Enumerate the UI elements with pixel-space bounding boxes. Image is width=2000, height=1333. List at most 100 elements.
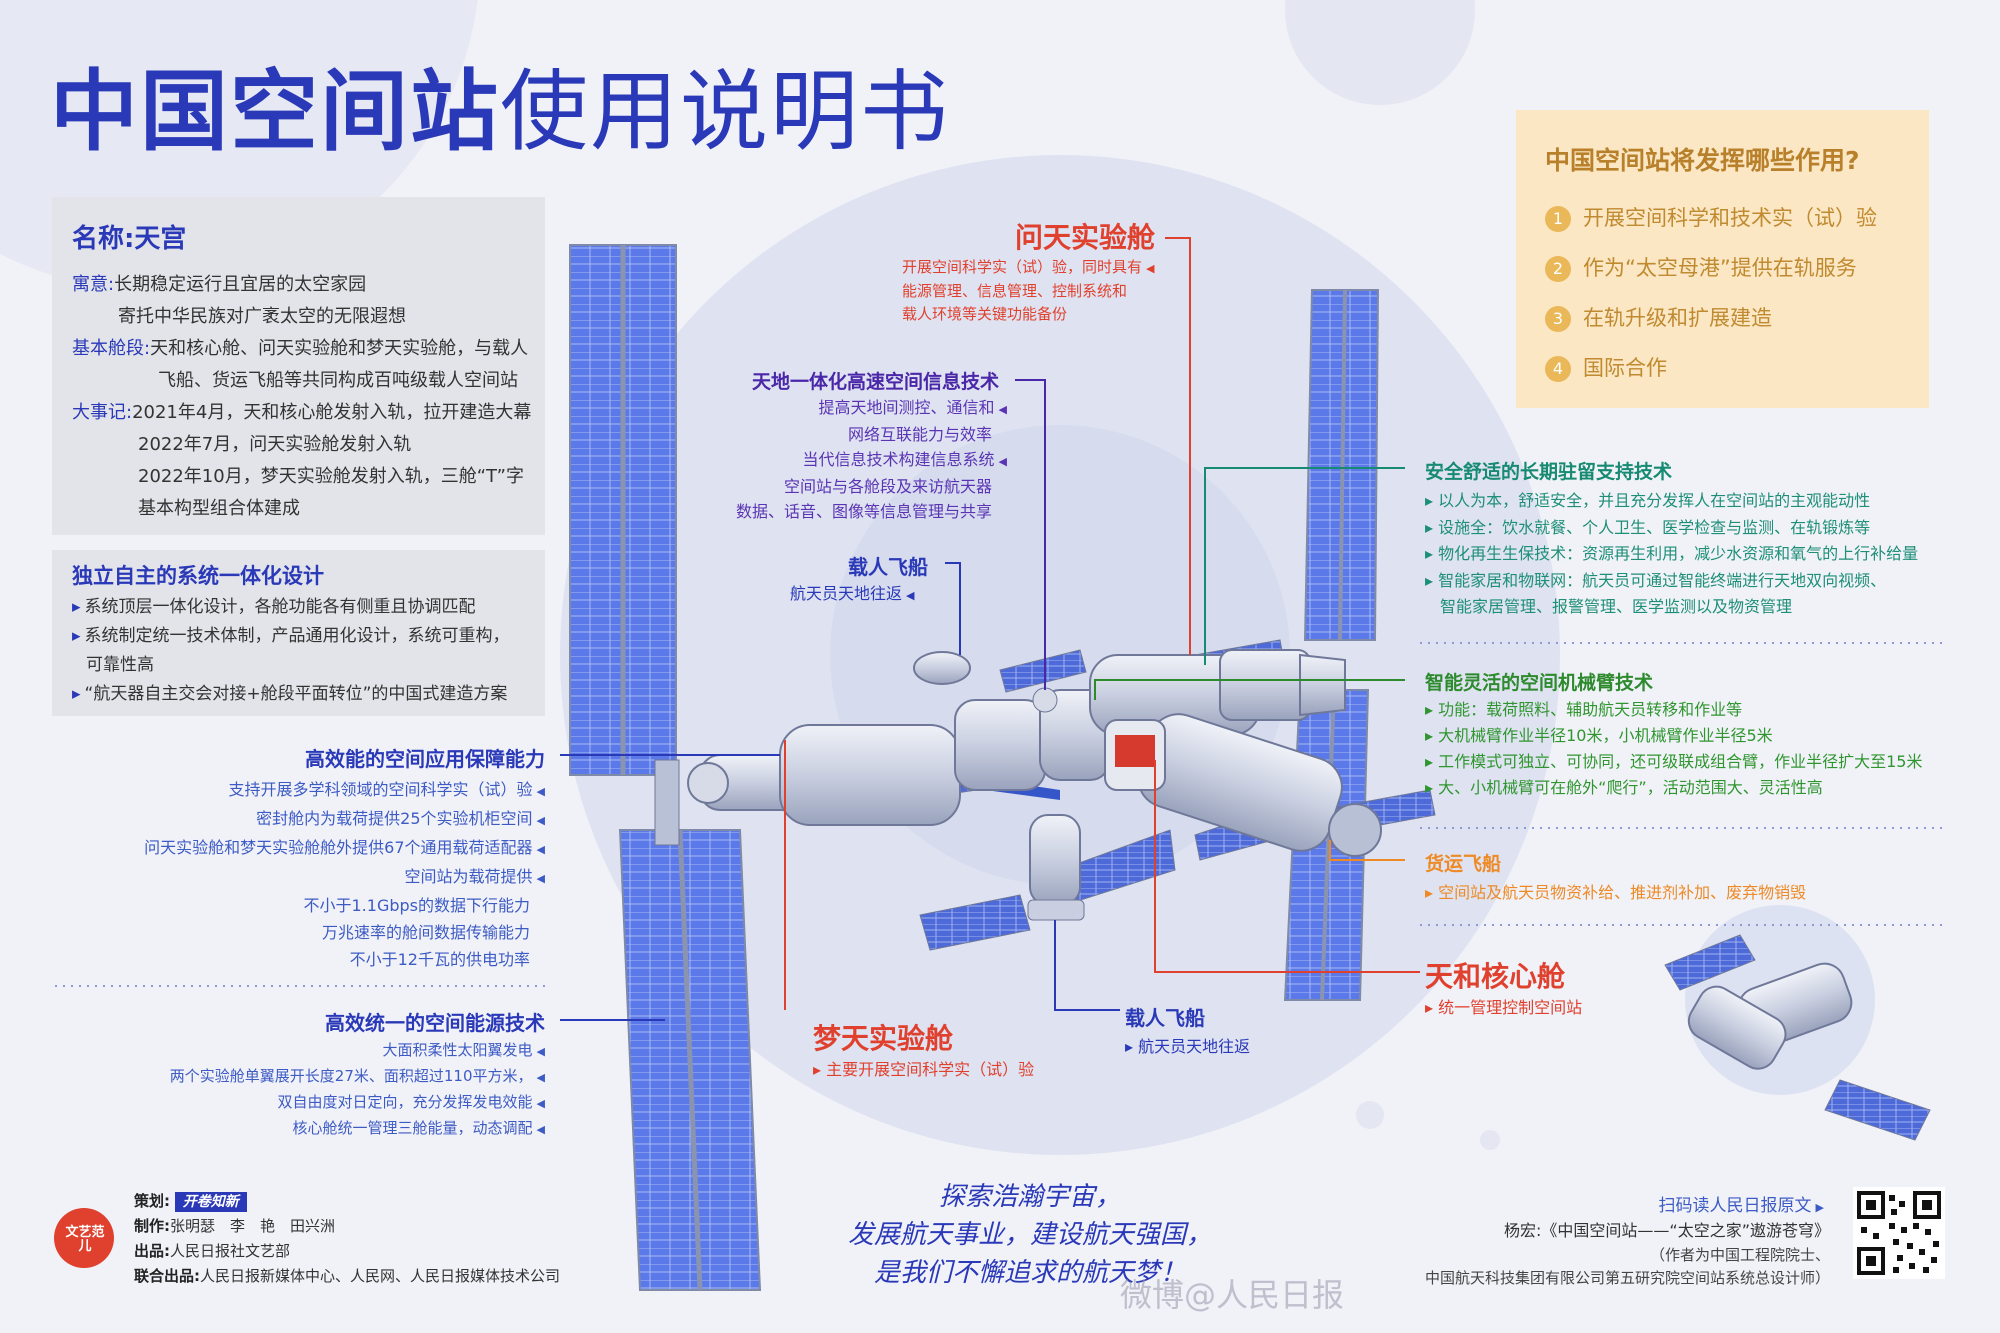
solar-panel-small	[999, 649, 1087, 693]
wentian-item: 能源管理、信息管理、控制系统和	[902, 282, 1128, 300]
design-item: 系统顶层一体化设计，各舱功能各有侧重且协调匹配	[72, 593, 510, 622]
wentian-list: 开展空间科学实（试）验，同时具有◀ 能源管理、信息管理、控制系统和 载人环境等关…	[902, 256, 1154, 326]
info-tech-item: 提高天地间测控、通信和◀	[818, 398, 1007, 417]
info-tech-item: 空间站与各舱段及来访航天器	[783, 477, 992, 496]
support-item: 智能家居管理、报警管理、医学监测以及物资管理	[1440, 597, 1793, 616]
application-item: 支持开展多学科领域的空间科学实（试）验◀	[228, 780, 545, 799]
application-list: 支持开展多学科领域的空间科学实（试）验◀ 密封舱内为载荷提供25个实验机柜空间◀…	[144, 776, 545, 973]
wentian-title: 问天实验舱	[1015, 221, 1156, 254]
cargo-sub: ▸ 空间站及航天员物资补给、推进剂补加、废弃物销毁	[1425, 883, 1807, 902]
support-item: 物化再生生保技术：资源再生利用，减少水资源和氧气的上行补给量	[1425, 541, 1918, 568]
info-row: 基本构型组合体建成	[138, 498, 300, 519]
info-row: 寄托中华民族对广袤太空的无限遐想	[118, 306, 406, 327]
credit-row: 出品:人民日报社文艺部	[134, 1242, 291, 1260]
info-row: 基本舱段:天和核心舱、问天实验舱和梦天实验舱，与载人	[72, 338, 529, 359]
crew-ship-top-sub: 航天员天地往返◀	[790, 584, 915, 603]
question-title: 中国空间站将发挥哪些作用?	[1545, 146, 1860, 175]
title-part2: 使用说明书	[500, 60, 951, 163]
info-tech-item: 网络互联能力与效率	[847, 425, 992, 444]
credit-row: 策划: 开卷知新	[134, 1189, 560, 1214]
slogan-line: 发展航天事业，建设航天强国，	[847, 1220, 1212, 1250]
info-tech-list: 提高天地间测控、通信和◀ 网络互联能力与效率 当代信息技术构建信息系统◀ 空间站…	[736, 395, 1007, 524]
info-tech-title: 天地一体化高速空间信息技术	[752, 371, 1000, 393]
arm-item: 大机械臂作业半径10米，小机械臂作业半径5米	[1425, 723, 1923, 749]
author-line: 杨宏:《中国空间站——“太空之家”遨游苍穹》	[1504, 1221, 1830, 1240]
author-info: 杨宏:《中国空间站——“太空之家”遨游苍穹》 （作者为中国工程院院士、 中国航天…	[1425, 1218, 1830, 1290]
design-item: 可靠性高	[86, 655, 154, 675]
name-panel	[52, 197, 545, 535]
credit-row: 制作:张明瑟 李 艳 田兴洲	[134, 1217, 336, 1235]
tianhe-sub: ▸ 统一管理控制空间站	[1425, 998, 1583, 1017]
qr-code[interactable]	[1853, 1187, 1945, 1279]
credit-row: 联合出品:人民日报新媒体中心、人民网、人民日报媒体技术公司	[134, 1267, 561, 1285]
solar-wing-left	[569, 244, 762, 1291]
author-line: （作者为中国工程院院士、	[1649, 1246, 1830, 1264]
station-name: 名称:天宫	[72, 224, 187, 254]
info-row: 2022年10月，梦天实验舱发射入轨，三舱“T”字	[138, 466, 524, 487]
tianhe-title: 天和核心舱	[1425, 960, 1566, 993]
crew-ship-bottom-title: 载人飞船	[1125, 1006, 1205, 1030]
bg-circle	[1285, 0, 1475, 105]
support-item: 设施全：饮水就餐、个人卫生、医学检查与监测、在轨锻炼等	[1425, 515, 1918, 542]
station-modules	[687, 649, 1382, 921]
energy-title: 高效统一的空间能源技术	[325, 1011, 545, 1035]
application-item: 不小于1.1Gbps的数据下行能力	[303, 896, 531, 915]
name-panel-rows: 寓意:长期稳定运行且宜居的太空家园 寄托中华民族对广袤太空的无限遐想 基本舱段:…	[72, 269, 531, 525]
slogan-line: 探索浩瀚宇宙，	[938, 1182, 1121, 1212]
energy-item: 两个实验舱单翼展开长度27米、面积超过110平方米，◀	[169, 1067, 545, 1085]
mengtian-title: 梦天实验舱	[813, 1022, 954, 1055]
wenyifaner-logo	[54, 1208, 114, 1268]
energy-item: 大面积柔性太阳翼发电◀	[382, 1041, 545, 1059]
application-item: 密封舱内为载荷提供25个实验机柜空间◀	[256, 809, 545, 828]
author-line: 中国航天科技集团有限公司第五研究院空间站系统总设计师）	[1424, 1269, 1830, 1287]
mengtian-sub: ▸ 主要开展空间科学实（试）验	[813, 1060, 1035, 1079]
info-row: 飞船、货运飞船等共同构成百吨级载人空间站	[158, 370, 518, 391]
info-row: 2022年7月，问天实验舱发射入轨	[138, 434, 412, 455]
crew-ship-top	[913, 651, 971, 685]
wentian-item: 载人环境等关键功能备份	[902, 305, 1068, 323]
slogan-line: 是我们不懈追求的航天梦！	[873, 1258, 1186, 1288]
question-panel	[1516, 110, 1929, 408]
arm-title: 智能灵活的空间机械臂技术	[1425, 672, 1654, 694]
application-title: 高效能的空间应用保障能力	[305, 747, 545, 771]
bg-circle	[1480, 1130, 1500, 1150]
wentian-item: 开展空间科学实（试）验，同时具有◀	[902, 258, 1155, 276]
arm-item: 功能：载荷照料、辅助航天员转移和作业等	[1425, 697, 1923, 723]
info-tech-item: 当代信息技术构建信息系统◀	[802, 450, 1007, 469]
design-item: “航天器自主交会对接+舱段平面转位”的中国式建造方案	[72, 680, 510, 709]
support-list: 以人为本，舒适安全，并且充分发挥人在空间站的主观能动性 设施全：饮水就餐、个人卫…	[1425, 488, 1918, 621]
crew-ship-bottom	[1029, 814, 1081, 906]
design-item: 系统制定统一技术体制，产品通用化设计，系统可重构，	[72, 622, 510, 651]
flag	[1115, 735, 1155, 767]
logo-text: 文艺范儿	[65, 1225, 105, 1254]
support-item: 智能家居和物联网：航天员可通过智能终端进行天地双向视频、	[1425, 568, 1918, 595]
support-item: 以人为本，舒适安全，并且充分发挥人在空间站的主观能动性	[1425, 488, 1918, 515]
energy-item: 核心舱统一管理三舱能量，动态调配◀	[292, 1119, 545, 1137]
bg-circle	[1356, 1101, 1384, 1129]
page-title: 中国空间站使用说明书	[50, 62, 950, 162]
application-item: 万兆速率的舱间数据传输能力	[321, 923, 530, 942]
arm-item: 工作模式可独立、可协同，还可级联成组合臂，作业半径扩大至15米	[1425, 749, 1922, 775]
watermark: 微博@人民日报	[1120, 1276, 1345, 1314]
design-list: 系统顶层一体化设计，各舱功能各有侧重且协调匹配 系统制定统一技术体制，产品通用化…	[72, 593, 510, 709]
crew-ship-bottom-sub: ▸ 航天员天地往返	[1125, 1037, 1251, 1056]
crew-ship-top-title: 载人飞船	[848, 555, 928, 579]
scan-text: 扫码读人民日报原文▶	[1658, 1196, 1824, 1216]
support-title: 安全舒适的长期驻留支持技术	[1425, 461, 1673, 483]
mengtian-module-body	[779, 724, 961, 826]
arm-list: 功能：载荷照料、辅助航天员转移和作业等 大机械臂作业半径10米，小机械臂作业半径…	[1425, 697, 1923, 801]
application-item: 问天实验舱和梦天实验舱舱外提供67个通用载荷适配器◀	[144, 838, 545, 857]
application-item: 不小于12千瓦的供电功率	[349, 950, 530, 969]
cargo-title: 货运飞船	[1425, 853, 1502, 875]
small-station-image	[1664, 934, 1931, 1141]
energy-item: 双自由度对日定向，充分发挥发电效能◀	[277, 1093, 545, 1111]
design-title: 独立自主的系统一体化设计	[72, 564, 324, 588]
arm-item: 大、小机械臂可在舱外“爬行”，活动范围大、灵活性高	[1425, 775, 1923, 801]
energy-list: 大面积柔性太阳翼发电◀ 两个实验舱单翼展开长度27米、面积超过110平方米，◀ …	[170, 1038, 545, 1142]
info-tech-item: 数据、话音、图像等信息管理与共享	[735, 502, 992, 521]
credits: 策划: 开卷知新 制作:张明瑟 李 艳 田兴洲 出品:人民日报社文艺部 联合出品…	[134, 1189, 560, 1289]
